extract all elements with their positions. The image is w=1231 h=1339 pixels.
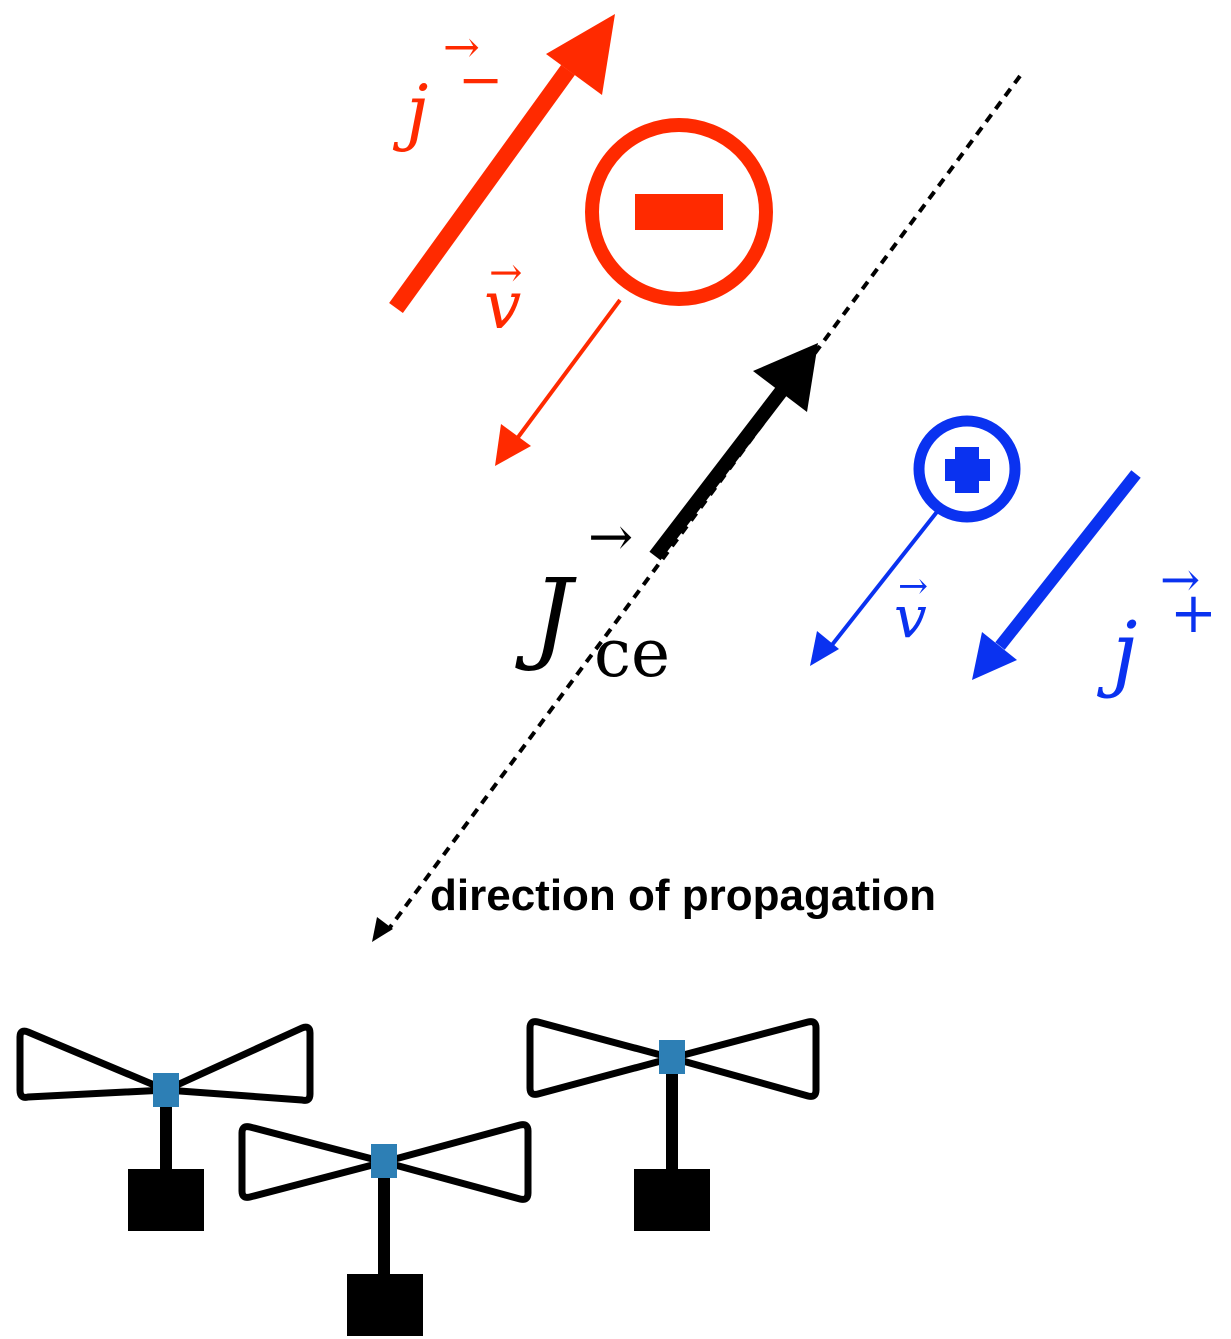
v-positron-arrowhead-icon (810, 631, 839, 666)
v-electron-arrowhead-icon (495, 424, 531, 466)
antenna-left (16, 1023, 314, 1231)
j-ce-subscript: ce (594, 615, 670, 692)
j-plus-superscript: + (1170, 581, 1217, 646)
v-electron-arrow (495, 298, 622, 466)
v-electron-symbol: v (484, 267, 521, 344)
v-positron-symbol: v (894, 583, 927, 651)
bowtie-antenna-icon (526, 1018, 820, 1231)
j-plus-symbol: j (1097, 605, 1137, 700)
j-ce-vector-arrow: → (588, 505, 633, 568)
label-j-ce: J ce → (515, 505, 670, 692)
label-v-electron: v → (484, 250, 523, 344)
v-positron-arrow (810, 506, 942, 666)
antenna-base (128, 1169, 204, 1231)
electron-particle (585, 118, 773, 306)
j-minus-vector-arrow: → (443, 22, 480, 73)
j-plus-arrow (972, 470, 1141, 680)
j-plus-arrowhead-icon (972, 632, 1017, 680)
minus-sign-icon (635, 194, 723, 230)
propagation-label: direction of propagation (430, 871, 936, 920)
v-electron-vector-arrow: → (489, 250, 523, 296)
positron-particle (913, 415, 1021, 523)
bowtie-antenna-icon (238, 1121, 532, 1336)
label-j-minus: j − → (392, 22, 503, 153)
j-ce-arrow (649, 343, 818, 561)
j-ce-arrowhead-icon (753, 343, 818, 412)
j-ce-symbol: J (515, 557, 577, 674)
j-plus-vector-arrow: → (1160, 552, 1200, 608)
plus-sign-horizontal (945, 459, 990, 481)
antenna-feed (659, 1040, 685, 1074)
j-minus-arrowhead-icon (546, 14, 615, 95)
propagation-arrowhead-icon (372, 917, 393, 942)
antenna-feed (153, 1073, 179, 1107)
antenna-right (526, 1018, 820, 1231)
j-minus-superscript: − (458, 48, 503, 111)
bowtie-antenna-icon (16, 1023, 314, 1231)
label-j-plus: j + → (1097, 552, 1217, 700)
j-minus-symbol: j (392, 69, 428, 153)
antenna-base (634, 1169, 710, 1231)
antenna-middle (238, 1121, 532, 1336)
label-v-positron: v → (894, 566, 928, 651)
v-positron-vector-arrow: → (898, 566, 928, 607)
j-minus-arrow (389, 14, 615, 313)
antenna-base (347, 1274, 423, 1336)
antenna-feed (371, 1144, 397, 1178)
